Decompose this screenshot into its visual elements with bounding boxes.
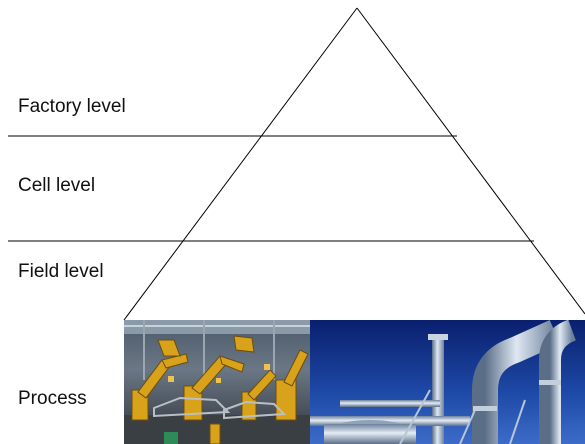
- factory-level-label: Factory level: [18, 96, 126, 117]
- cell-level-label: Cell level: [18, 175, 96, 196]
- robotic-assembly-photo: [124, 320, 310, 444]
- field-level-label: Field level: [18, 261, 104, 282]
- process-level-label: Process: [18, 388, 87, 409]
- refinery-photo: [310, 320, 585, 444]
- pyramid-right-edge: [356, 7, 585, 315]
- pyramid-left-edge: [123, 7, 358, 321]
